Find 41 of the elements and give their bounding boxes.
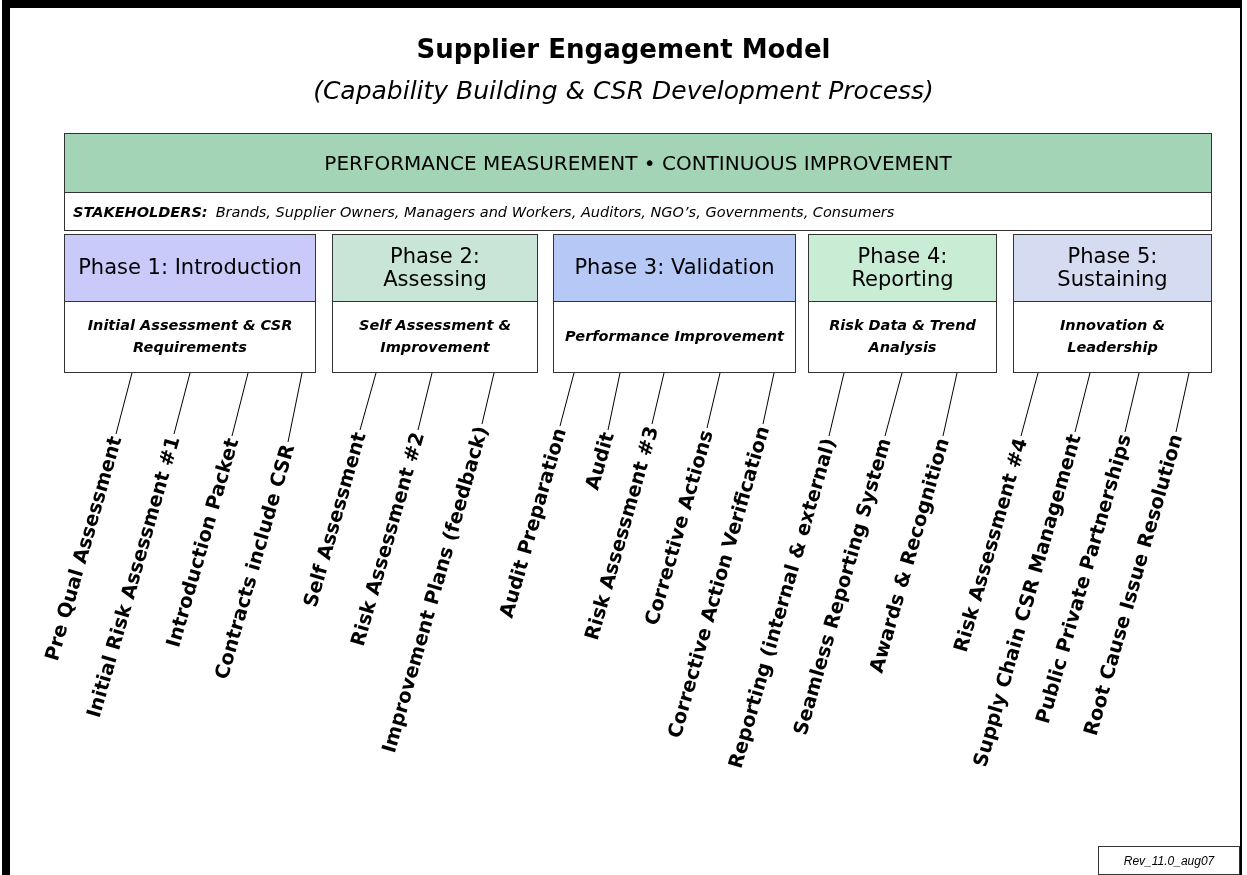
- phase-box: [64, 234, 316, 373]
- phase-heading: Phase 2: Assessing: [333, 235, 537, 302]
- phase-box: [332, 234, 538, 373]
- leader-line: [481, 372, 495, 425]
- phase-description: Risk Data & Trend Analysis: [828, 316, 977, 357]
- phase-description: Self Assessment & Improvement: [357, 316, 513, 357]
- leader-line: [1124, 372, 1140, 433]
- phase-box: [1013, 234, 1212, 373]
- leader-line: [762, 372, 775, 425]
- phase-box: [808, 234, 997, 373]
- phase-heading: Phase 5: Sustaining: [1014, 235, 1211, 302]
- leader-line: [173, 372, 191, 435]
- stakeholder-band: [64, 193, 1212, 231]
- leader-line: [559, 372, 575, 427]
- leader-line: [1074, 372, 1091, 433]
- subtitle: (Capability Building & CSR Development Process): [312, 76, 935, 105]
- phase-heading: Phase 4: Reporting: [809, 235, 996, 302]
- leader-line: [231, 372, 249, 437]
- leader-line: [828, 372, 845, 437]
- leader-line: [651, 372, 665, 425]
- leader-line: [706, 372, 721, 429]
- phase-box: [553, 234, 796, 373]
- phase-heading: Phase 3: Validation: [554, 235, 795, 302]
- leader-line: [884, 372, 903, 437]
- leader-line: [417, 372, 433, 431]
- diagram-title: Supplier Engagement Model: [415, 34, 832, 64]
- phase-heading: Phase 1: Introduction: [65, 235, 315, 302]
- leader-line: [1020, 372, 1039, 437]
- stakeholder-list: Brands, Supplier Owners, Managers and Workers, Auditors, NGO’s, Governments, Consumers: [215, 203, 895, 220]
- leader-line: [359, 372, 377, 431]
- phase-description: Initial Assessment & CSR Requirements: [86, 316, 294, 357]
- phase-description: Innovation & Leadership: [1058, 316, 1167, 357]
- leader-line: [607, 372, 621, 431]
- leader-line: [115, 372, 133, 435]
- banner-bar: PERFORMANCE MEASUREMENT • CONTINUOUS IMPROVEMENT: [64, 133, 1212, 193]
- leader-line: [287, 372, 303, 443]
- leader-line: [942, 372, 958, 437]
- phase-description: Performance Improvement: [564, 327, 786, 346]
- revision-note: Rev_11.0_aug07: [1098, 846, 1240, 875]
- leader-line: [1175, 372, 1190, 433]
- band-heading: STAKEHOLDERS:: [73, 203, 208, 220]
